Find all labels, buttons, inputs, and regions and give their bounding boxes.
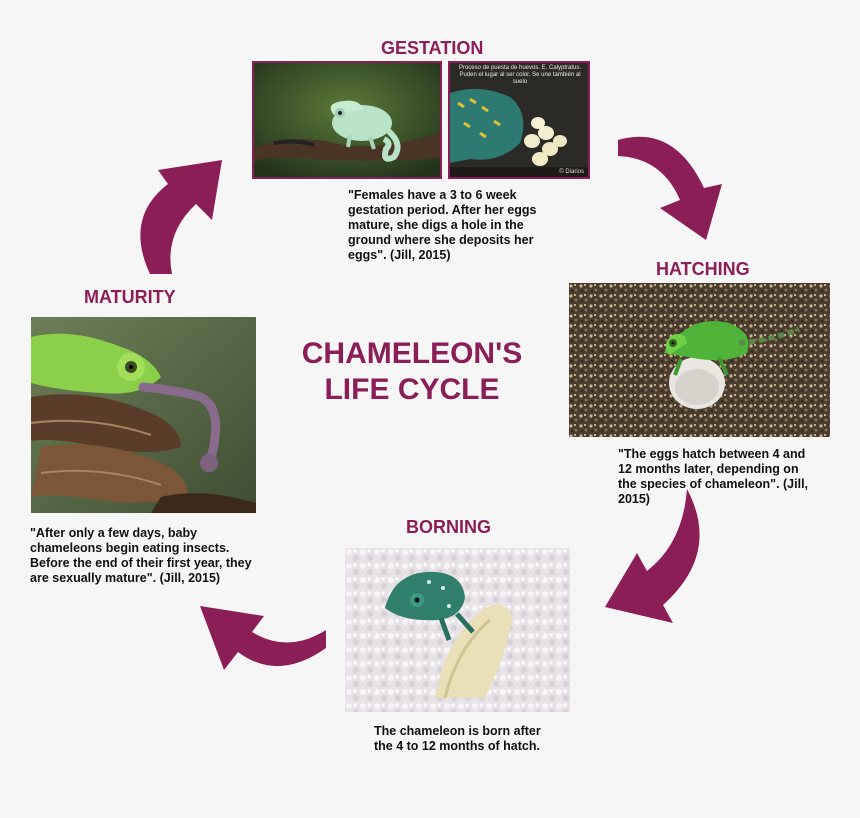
caption-maturity: "After only a few days, baby chameleons … [30, 526, 252, 585]
arrow-borning-to-maturity [200, 606, 326, 670]
photo-chameleon-catching-insect [31, 317, 256, 513]
photo-hatching-egg [569, 283, 830, 437]
title-line-1: CHAMELEON'S [301, 337, 523, 370]
title-line-2: LIFE CYCLE [324, 373, 500, 406]
stage-label-gestation: GESTATION [381, 38, 484, 58]
photo-overlay-caption: Proceso de puesta de huevos. E. Calyptra… [458, 65, 582, 85]
photo-chameleon-on-branch [252, 61, 442, 179]
arrow-gestation-to-hatching [618, 136, 722, 240]
caption-hatching: "The eggs hatch between 4 and 12 months … [618, 447, 809, 506]
stage-label-maturity: MATURITY [84, 287, 176, 307]
photo-credit: © Diarios [559, 169, 584, 175]
stage-label-borning: BORNING [406, 517, 491, 537]
stage-label-hatching: HATCHING [656, 259, 750, 279]
diagram-title: CHAMELEON'S LIFE CYCLE [282, 336, 542, 408]
arrow-maturity-to-gestation [140, 160, 222, 274]
photo-chameleon-laying-eggs: Proceso de puesta de huevos. E. Calyptra… [448, 61, 590, 179]
caption-gestation: "Females have a 3 to 6 week gestation pe… [348, 188, 537, 262]
photo-newborn-chameleon [345, 548, 570, 712]
caption-borning: The chameleon is born after the 4 to 12 … [374, 724, 541, 753]
arrow-hatching-to-borning [605, 489, 700, 623]
